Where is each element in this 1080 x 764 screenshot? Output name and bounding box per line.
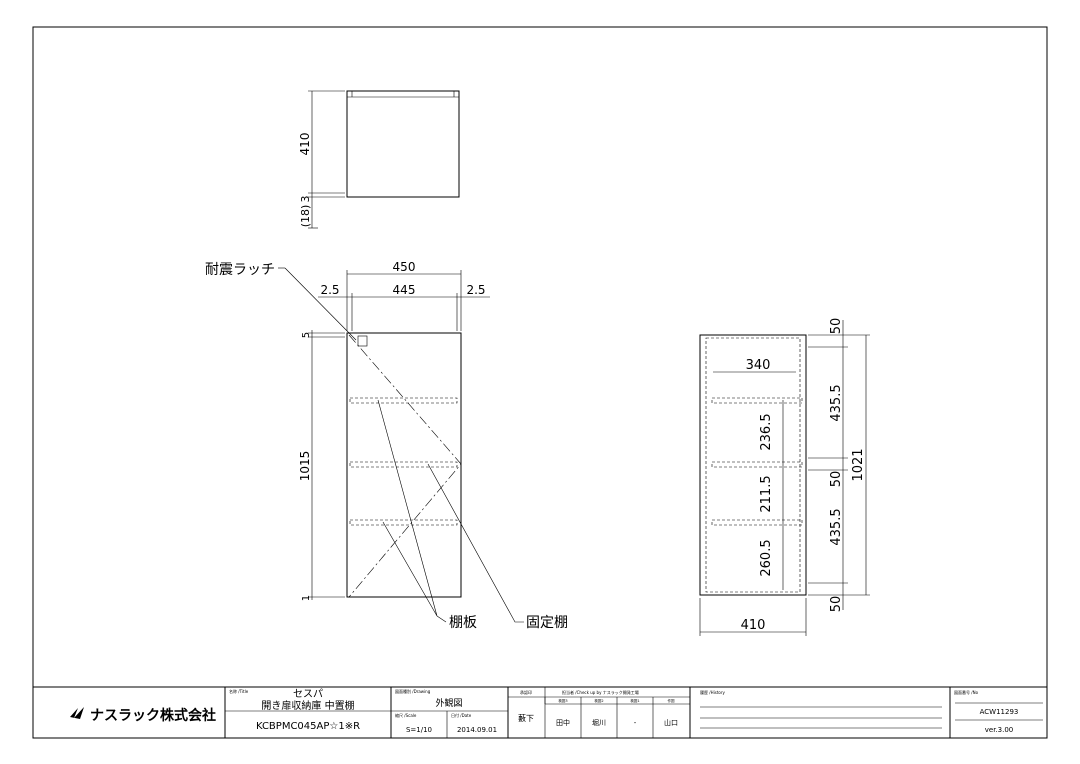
top-view: 410 3 (18) (298, 90, 460, 229)
checkup-label: 担当者 /Check up by ナスラック開発工場 (562, 689, 639, 695)
scale-label: 縮尺 /Scale (395, 712, 417, 718)
title-line1: セスパ (293, 688, 323, 700)
title-block: ナスラック株式会社 名称 /Title セスパ 開き扉収納庫 中置棚 KCBPM… (33, 686, 1047, 738)
drawing-type: 外観図 (435, 697, 462, 709)
date: 2014.09.01 (457, 726, 497, 734)
check-header: 作図 (668, 698, 676, 703)
dim-236-5: 236.5 (759, 413, 774, 450)
dim-1: 1 (301, 595, 312, 601)
callout-fixed-shelf: 固定棚 (526, 615, 568, 631)
dim-50-mid: 50 (829, 471, 844, 488)
dim-445: 445 (393, 283, 416, 297)
approval-label: 承認印 (520, 689, 532, 695)
check-name: 田中 (556, 718, 570, 727)
company-logo-icon (70, 707, 84, 719)
check-header: 検図1 (630, 698, 639, 703)
drawing-number: ACW11293 (980, 708, 1019, 716)
dim-410: 410 (298, 133, 312, 156)
check-name: - (634, 719, 637, 727)
dim-18: (18) (299, 205, 312, 228)
check-name: 堀川 (592, 718, 606, 727)
dim-right-gap: 2.5 (466, 283, 485, 297)
title-label: 名称 /Title (229, 688, 249, 694)
dim-left-gap: 2.5 (320, 283, 339, 297)
sheet-border (32, 26, 1048, 739)
dim-410-side: 410 (741, 618, 766, 633)
side-view: 340 236.5 211.5 260.5 410 50 435.5 50 43… (699, 318, 870, 636)
dim-5: 5 (301, 332, 312, 338)
check-header: 検図2 (594, 698, 603, 703)
dim-50-top: 50 (829, 318, 844, 335)
history-label: 履歴 /History (700, 689, 725, 695)
dim-435-5-upper: 435.5 (829, 384, 844, 421)
callout-latch: 耐震ラッチ (205, 262, 275, 278)
dim-340: 340 (746, 358, 771, 373)
dim-435-5-lower: 435.5 (829, 508, 844, 545)
date-label: 日付 /Date (451, 712, 472, 718)
dim-211-5: 211.5 (759, 475, 774, 512)
dim-3: 3 (299, 196, 312, 203)
check-header: 検図3 (558, 698, 567, 703)
check-name: 山口 (664, 718, 678, 727)
dim-50-bottom: 50 (829, 596, 844, 613)
scale: S=1/10 (406, 726, 432, 734)
dim-260-5: 260.5 (759, 539, 774, 576)
drawing-no-label: 図面番号 /No (954, 689, 979, 695)
model-number: KCBPMC045AP☆1※R (256, 721, 360, 732)
title-line2: 開き扉収納庫 中置棚 (261, 699, 354, 712)
approval-name: 藪下 (518, 713, 534, 723)
company-name: ナスラック株式会社 (90, 707, 216, 724)
dim-450: 450 (393, 260, 416, 274)
drawing-label: 図面種別 /Drawing (395, 688, 431, 694)
callout-shelf: 棚板 (449, 615, 477, 631)
dim-1021: 1021 (851, 448, 866, 481)
version: ver.3.00 (985, 726, 1014, 734)
dim-1015: 1015 (298, 451, 312, 482)
front-view: 450 445 2.5 2.5 5 1015 1 耐震ラッチ 棚板 固定棚 (205, 260, 568, 631)
